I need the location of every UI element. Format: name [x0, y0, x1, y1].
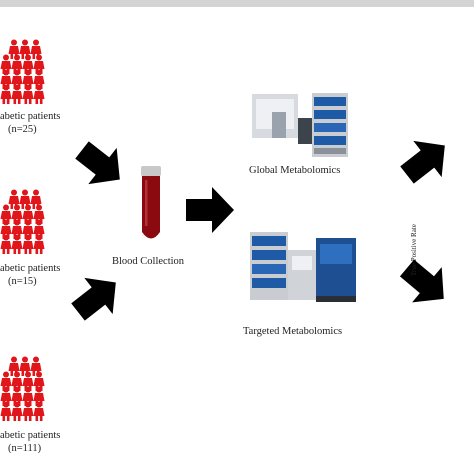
blood-collection-label: Blood Collection — [112, 256, 185, 267]
patient-group-1-icon — [0, 39, 45, 104]
person-icon — [22, 401, 34, 421]
person-icon — [11, 234, 23, 254]
person-icon — [0, 401, 12, 421]
person-icon — [33, 84, 45, 104]
person-icon — [11, 84, 23, 104]
arrow-targeted-to-roc-icon — [392, 250, 459, 317]
arrow-group3-to-blood-icon — [63, 264, 130, 331]
roc-axis-label: True Positive Rate — [410, 224, 418, 276]
blood-tube-icon — [141, 166, 161, 239]
group-1-count: (n=25) — [8, 124, 37, 135]
person-icon — [33, 401, 45, 421]
targeted-metabolomics-label: Targeted Metabolomics — [243, 326, 343, 337]
patient-group-2-icon — [0, 189, 45, 254]
arrow-global-to-roc-icon — [392, 127, 459, 194]
group-3-label: abetic patients — [0, 430, 61, 441]
person-icon — [22, 234, 34, 254]
group-1-label: abetic patients — [0, 111, 61, 122]
group-3-count: (n=111) — [8, 443, 42, 454]
group-2-count: (n=15) — [8, 276, 37, 287]
arrow-group1-to-blood-icon — [67, 131, 134, 198]
patient-group-3-icon — [0, 356, 45, 421]
header-bar — [0, 0, 474, 7]
global-metabolomics-label: Global Metabolomics — [249, 165, 341, 176]
arrow-blood-to-analysis-icon — [186, 187, 234, 233]
group-2-label: abetic patients — [0, 263, 61, 274]
global-metabolomics-instrument-icon — [252, 93, 348, 157]
targeted-metabolomics-instrument-icon — [250, 232, 356, 302]
person-icon — [11, 401, 23, 421]
person-icon — [0, 84, 12, 104]
person-icon — [0, 234, 12, 254]
person-icon — [22, 84, 34, 104]
person-icon — [33, 234, 45, 254]
